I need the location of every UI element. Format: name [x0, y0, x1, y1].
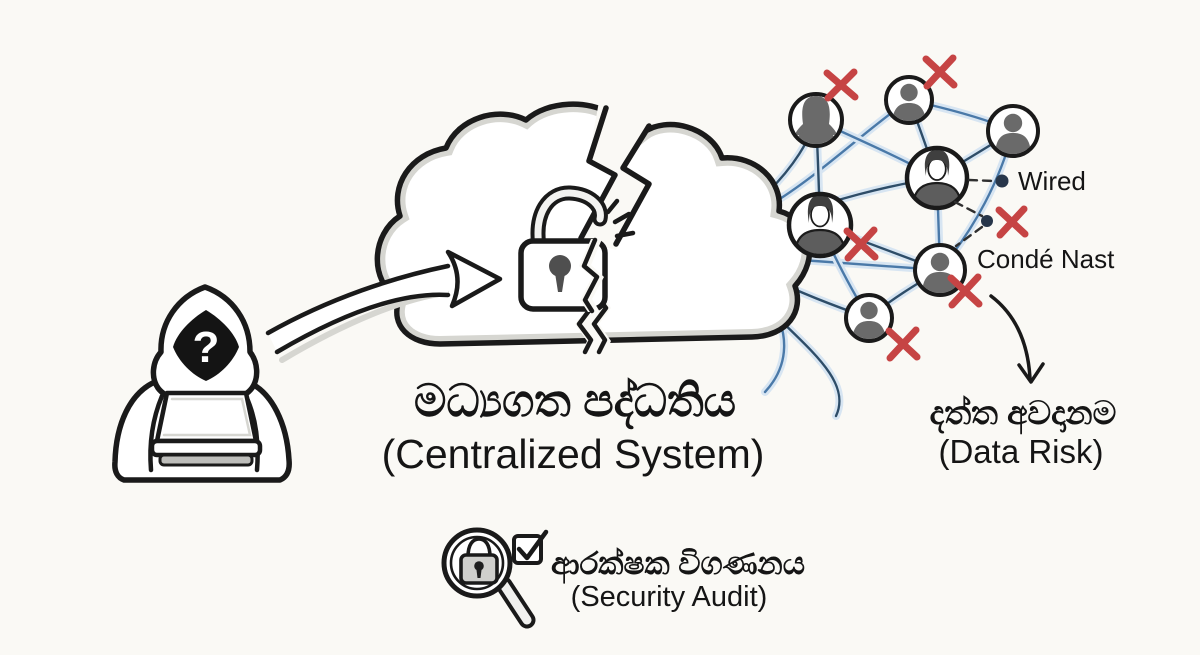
x-mark [995, 205, 1029, 239]
broken-cloud [377, 96, 809, 356]
x-mark [947, 273, 983, 309]
x-mark [823, 68, 859, 102]
wired-dot [995, 174, 1009, 188]
avatar-nodes [786, 75, 1040, 343]
security-audit-title-sinhala: ආරක්ෂක විගණනය [551, 546, 805, 584]
data-risk-title-english: (Data Risk) [938, 433, 1103, 470]
x-mark [922, 54, 958, 90]
data-risk-title-sinhala: දත්ත අවදානම [930, 394, 1117, 435]
conde-nast-dot [981, 215, 993, 227]
avatar-node-detailed [786, 191, 854, 259]
node-callouts: Wired Condé Nast [953, 166, 1115, 274]
attack-arrow [265, 249, 503, 363]
checkbox-icon [512, 529, 549, 565]
hacker-figure: ? [112, 284, 292, 483]
broken-link-x-marks [823, 54, 1029, 362]
broken-padlock-icon [518, 185, 636, 314]
question-mark: ? [193, 323, 220, 372]
arrowhead [445, 249, 503, 309]
avatar-node [884, 75, 934, 125]
x-mark [843, 226, 879, 262]
avatar-node-female [788, 92, 844, 148]
magnifier-lock-icon [441, 527, 536, 629]
spark-lines [605, 198, 636, 239]
centralized-system-title-sinhala: මධ්‍යගත පද්ධතිය [414, 375, 736, 429]
avatar-node [844, 293, 894, 343]
avatar-node [986, 104, 1040, 158]
security-audit-title-english: (Security Audit) [571, 581, 768, 613]
risk-arrow [989, 294, 1045, 384]
conde-nast-label: Condé Nast [977, 244, 1115, 274]
laptop-icon [149, 390, 263, 467]
hacker-face [173, 310, 239, 381]
wired-label: Wired [1018, 166, 1086, 196]
security-audit-badge: ආරක්ෂක විගණනය (Security Audit) [441, 527, 805, 629]
padlock-crack [579, 237, 604, 314]
avatar-node-detailed [904, 145, 970, 211]
centralized-system-title-english: (Centralized System) [382, 431, 765, 477]
x-mark [885, 326, 921, 362]
